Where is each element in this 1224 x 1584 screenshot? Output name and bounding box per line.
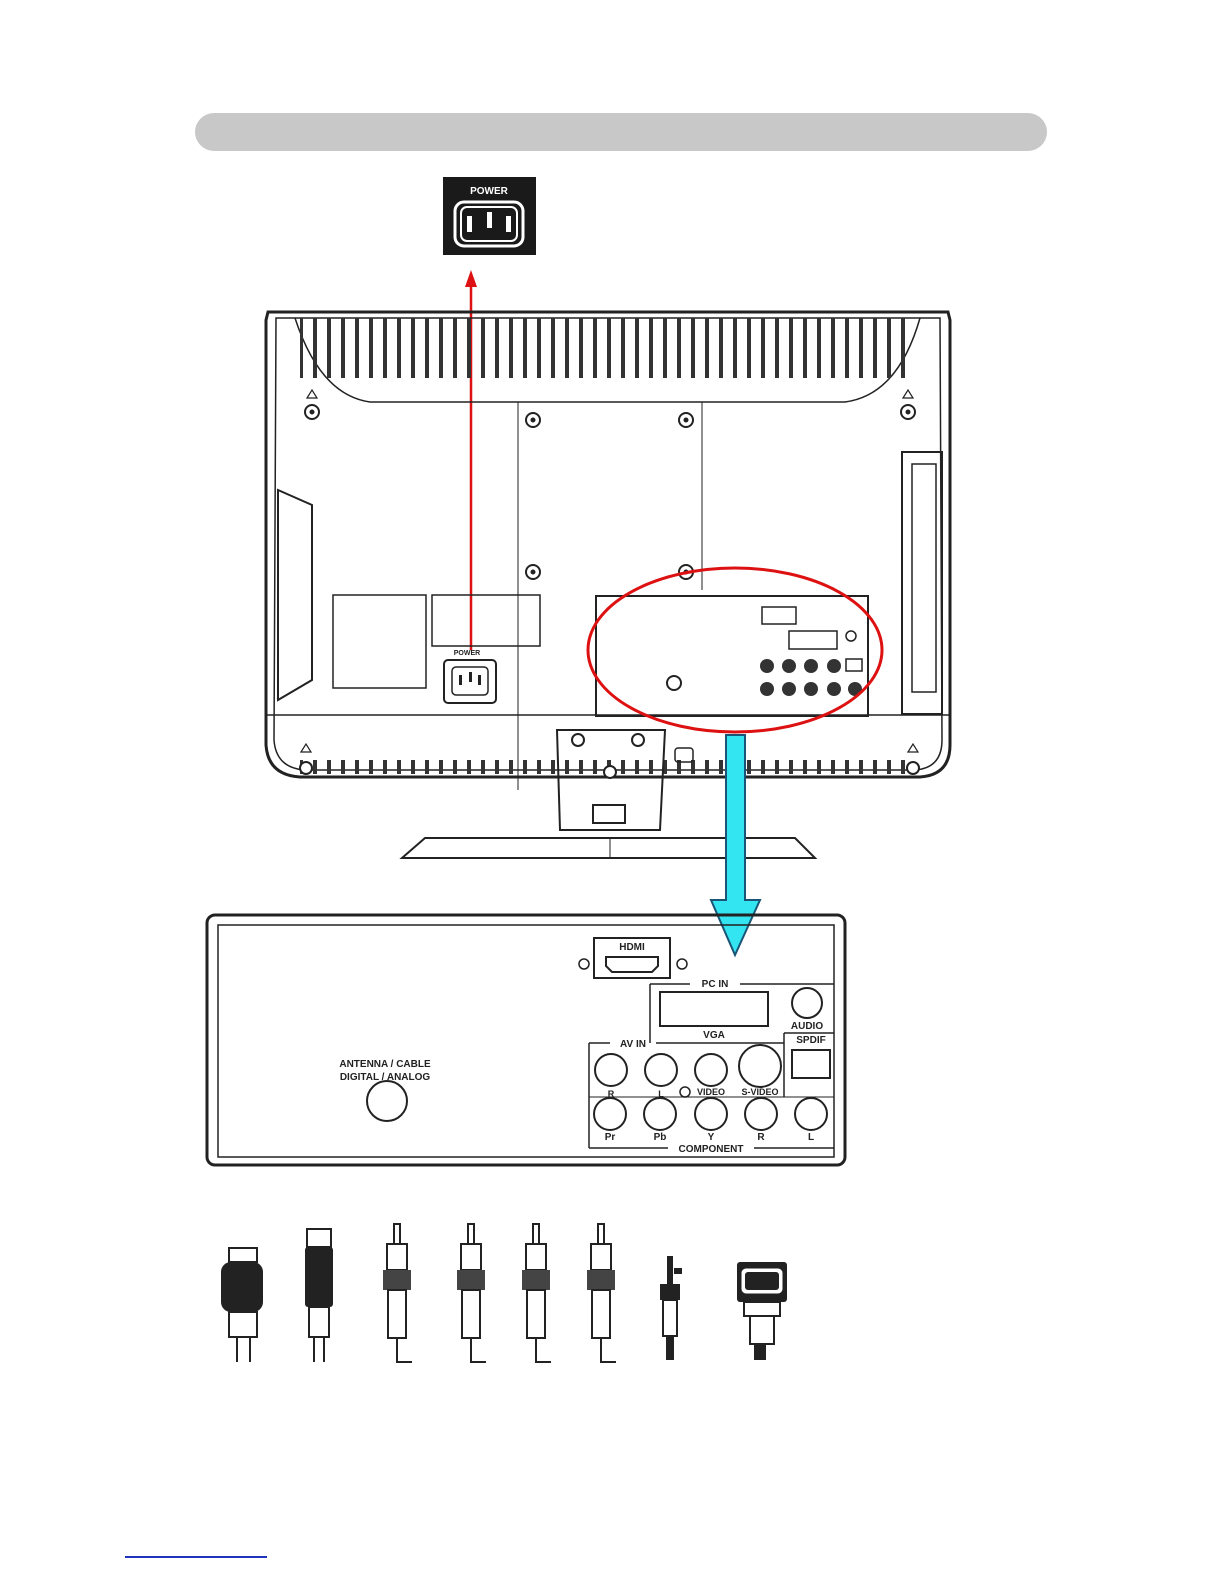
s-video-port	[739, 1045, 781, 1087]
component-y-label: Y	[708, 1132, 715, 1143]
hdmi-label: HDMI	[619, 942, 645, 953]
av-in-label: AV IN	[620, 1039, 646, 1050]
antenna-port	[367, 1081, 407, 1121]
component-pr-label: Pr	[605, 1132, 616, 1143]
mini-jack-cable-icon	[660, 1256, 682, 1360]
video-label: VIDEO	[697, 1087, 725, 1097]
input-panel-enlarged: HDMI PC IN VGA AUDIO SPDIF AV IN	[207, 915, 845, 1165]
vga-label: VGA	[703, 1030, 725, 1041]
component-l-port	[795, 1098, 827, 1130]
video-port	[695, 1054, 727, 1086]
component-r-port	[745, 1098, 777, 1130]
pc-in-label: PC IN	[702, 979, 729, 990]
component-y-port	[695, 1098, 727, 1130]
rca-cable-icon	[522, 1224, 551, 1362]
footer-link-underline	[125, 1556, 267, 1558]
hdmi-cable-icon	[305, 1229, 333, 1362]
audio-label: AUDIO	[791, 1021, 823, 1032]
power-inset: POWER	[443, 177, 536, 255]
input-panel-highlight	[588, 568, 882, 732]
av-r-port	[595, 1054, 627, 1086]
audio-port	[792, 988, 822, 1018]
component-r-label: R	[757, 1132, 765, 1143]
hdmi-port: HDMI	[579, 938, 687, 978]
vga-port	[660, 992, 768, 1026]
tv-power-label: POWER	[454, 650, 480, 657]
tv-back-view: POWER	[266, 312, 950, 858]
s-video-label: S-VIDEO	[741, 1087, 778, 1097]
rca-cable-icon	[457, 1224, 486, 1362]
power-inset-label: POWER	[470, 186, 509, 197]
rca-cable-icon	[587, 1224, 616, 1362]
component-pb-port	[644, 1098, 676, 1130]
rca-cable-icon	[383, 1224, 412, 1362]
component-pr-port	[594, 1098, 626, 1130]
component-pb-label: Pb	[654, 1132, 667, 1143]
component-label: COMPONENT	[679, 1144, 744, 1155]
spdif-label: SPDIF	[796, 1035, 825, 1046]
antenna-label-line1: ANTENNA / CABLE	[339, 1059, 431, 1070]
component-l-label: L	[808, 1132, 814, 1143]
spdif-port	[792, 1050, 830, 1078]
s-video-cable-icon	[221, 1248, 263, 1362]
vga-cable-icon	[737, 1262, 787, 1360]
av-l-port	[645, 1054, 677, 1086]
